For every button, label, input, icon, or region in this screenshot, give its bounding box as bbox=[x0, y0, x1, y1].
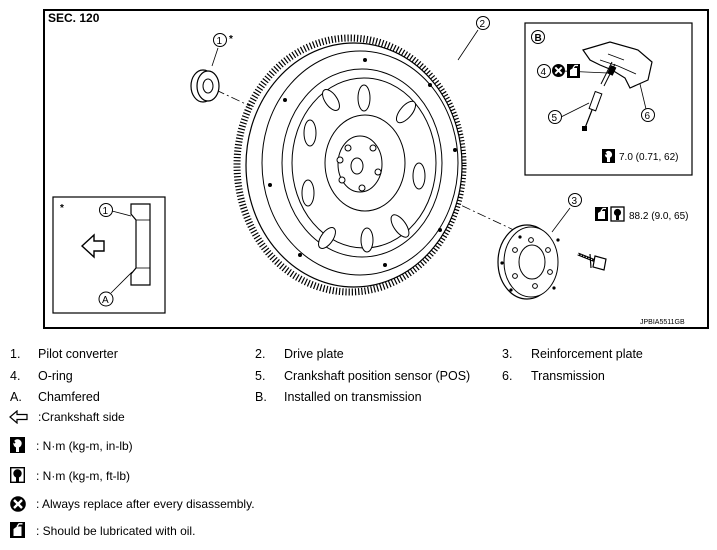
callout-3 bbox=[568, 193, 582, 207]
svg-text:A: A bbox=[102, 295, 109, 306]
svg-text:B: B bbox=[535, 33, 542, 44]
legend-num-1: 1. bbox=[10, 347, 21, 361]
callout-2 bbox=[476, 16, 490, 30]
chamfer-callout-a bbox=[98, 291, 114, 307]
svg-text:3: 3 bbox=[572, 196, 578, 207]
torque-ftlb-icon bbox=[10, 467, 25, 483]
svg-text:1: 1 bbox=[103, 206, 109, 217]
callout-5 bbox=[548, 110, 562, 124]
pilot-converter-section bbox=[130, 203, 151, 286]
detail-callout-1 bbox=[99, 203, 113, 217]
arrow-left-icon bbox=[9, 410, 28, 424]
callout-4 bbox=[537, 64, 551, 78]
legend-text-3: Reinforcement plate bbox=[531, 347, 643, 361]
legend-text-1: Pilot converter bbox=[38, 347, 118, 361]
section-label: SEC. 120 bbox=[48, 11, 100, 25]
oil-can-icon bbox=[10, 522, 25, 538]
legend-num-6: 6. bbox=[502, 369, 513, 383]
svg-text:2: 2 bbox=[480, 19, 486, 30]
legend-crankshaft-side: :Crankshaft side bbox=[38, 410, 125, 424]
svg-text:5: 5 bbox=[552, 113, 558, 124]
legend-text-4: O-ring bbox=[38, 369, 73, 383]
legend-text-a: Chamfered bbox=[38, 390, 100, 404]
legend-torque-inlb: : N·m (kg-m, in-lb) bbox=[36, 439, 133, 453]
drive-plate-bolt bbox=[577, 252, 607, 271]
pilot-converter bbox=[190, 69, 220, 103]
legend-oil: : Should be lubricated with oil. bbox=[36, 524, 196, 538]
legend-torque-ftlb: : N·m (kg-m, ft-lb) bbox=[36, 469, 130, 483]
callout-1 bbox=[213, 33, 227, 47]
legend-num-4: 4. bbox=[10, 369, 21, 383]
legend-num-b: B. bbox=[255, 390, 267, 404]
svg-text:*: * bbox=[60, 203, 64, 214]
svg-text:1: 1 bbox=[217, 36, 223, 47]
callout-6 bbox=[641, 108, 655, 122]
svg-text:4: 4 bbox=[541, 67, 547, 78]
torque-inlb-icon bbox=[10, 437, 25, 453]
legend-num-5: 5. bbox=[255, 369, 266, 383]
legend-text-6: Transmission bbox=[531, 369, 605, 383]
legend-num-3: 3. bbox=[502, 347, 513, 361]
exploded-view-diagram: SEC. 120 JPBIA5511GB 1 * bbox=[43, 9, 709, 329]
crankshaft-side-arrow-icon bbox=[80, 233, 105, 259]
svg-text:6: 6 bbox=[645, 111, 651, 122]
legend-num-a: A. bbox=[10, 390, 22, 404]
bolt-torque: 88.2 (9.0, 65) bbox=[629, 211, 688, 222]
legend-text-5: Crankshaft position sensor (POS) bbox=[284, 369, 471, 383]
figure-id: JPBIA5511GB bbox=[640, 319, 685, 326]
legend-num-2: 2. bbox=[255, 347, 266, 361]
detail-callout-b bbox=[531, 30, 545, 44]
svg-text:*: * bbox=[229, 34, 233, 45]
transmission-housing bbox=[582, 41, 653, 89]
legend-text-b: Installed on transmission bbox=[284, 390, 422, 404]
replace-icon bbox=[10, 496, 26, 512]
diagram-frame bbox=[43, 9, 709, 329]
legend-replace: : Always replace after every disassembly… bbox=[36, 497, 255, 511]
reinforcement-plate bbox=[497, 224, 560, 300]
drive-plate bbox=[233, 34, 467, 296]
sensor-torque: 7.0 (0.71, 62) bbox=[619, 152, 678, 163]
legend-text-2: Drive plate bbox=[284, 347, 344, 361]
